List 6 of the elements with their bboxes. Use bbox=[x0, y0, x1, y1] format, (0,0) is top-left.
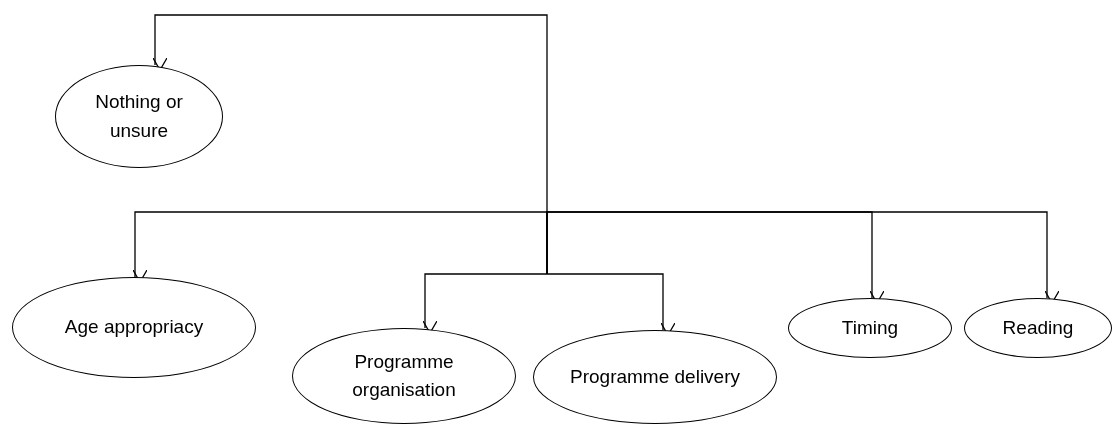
node-label: Timing bbox=[841, 315, 899, 340]
node-label: Age appropriacy bbox=[64, 315, 204, 340]
node-label: Programme organisation bbox=[351, 349, 457, 402]
node-label: Programme delivery bbox=[570, 364, 740, 389]
node-label: Reading bbox=[1002, 315, 1074, 340]
node-label: Nothing or unsure bbox=[94, 90, 184, 143]
